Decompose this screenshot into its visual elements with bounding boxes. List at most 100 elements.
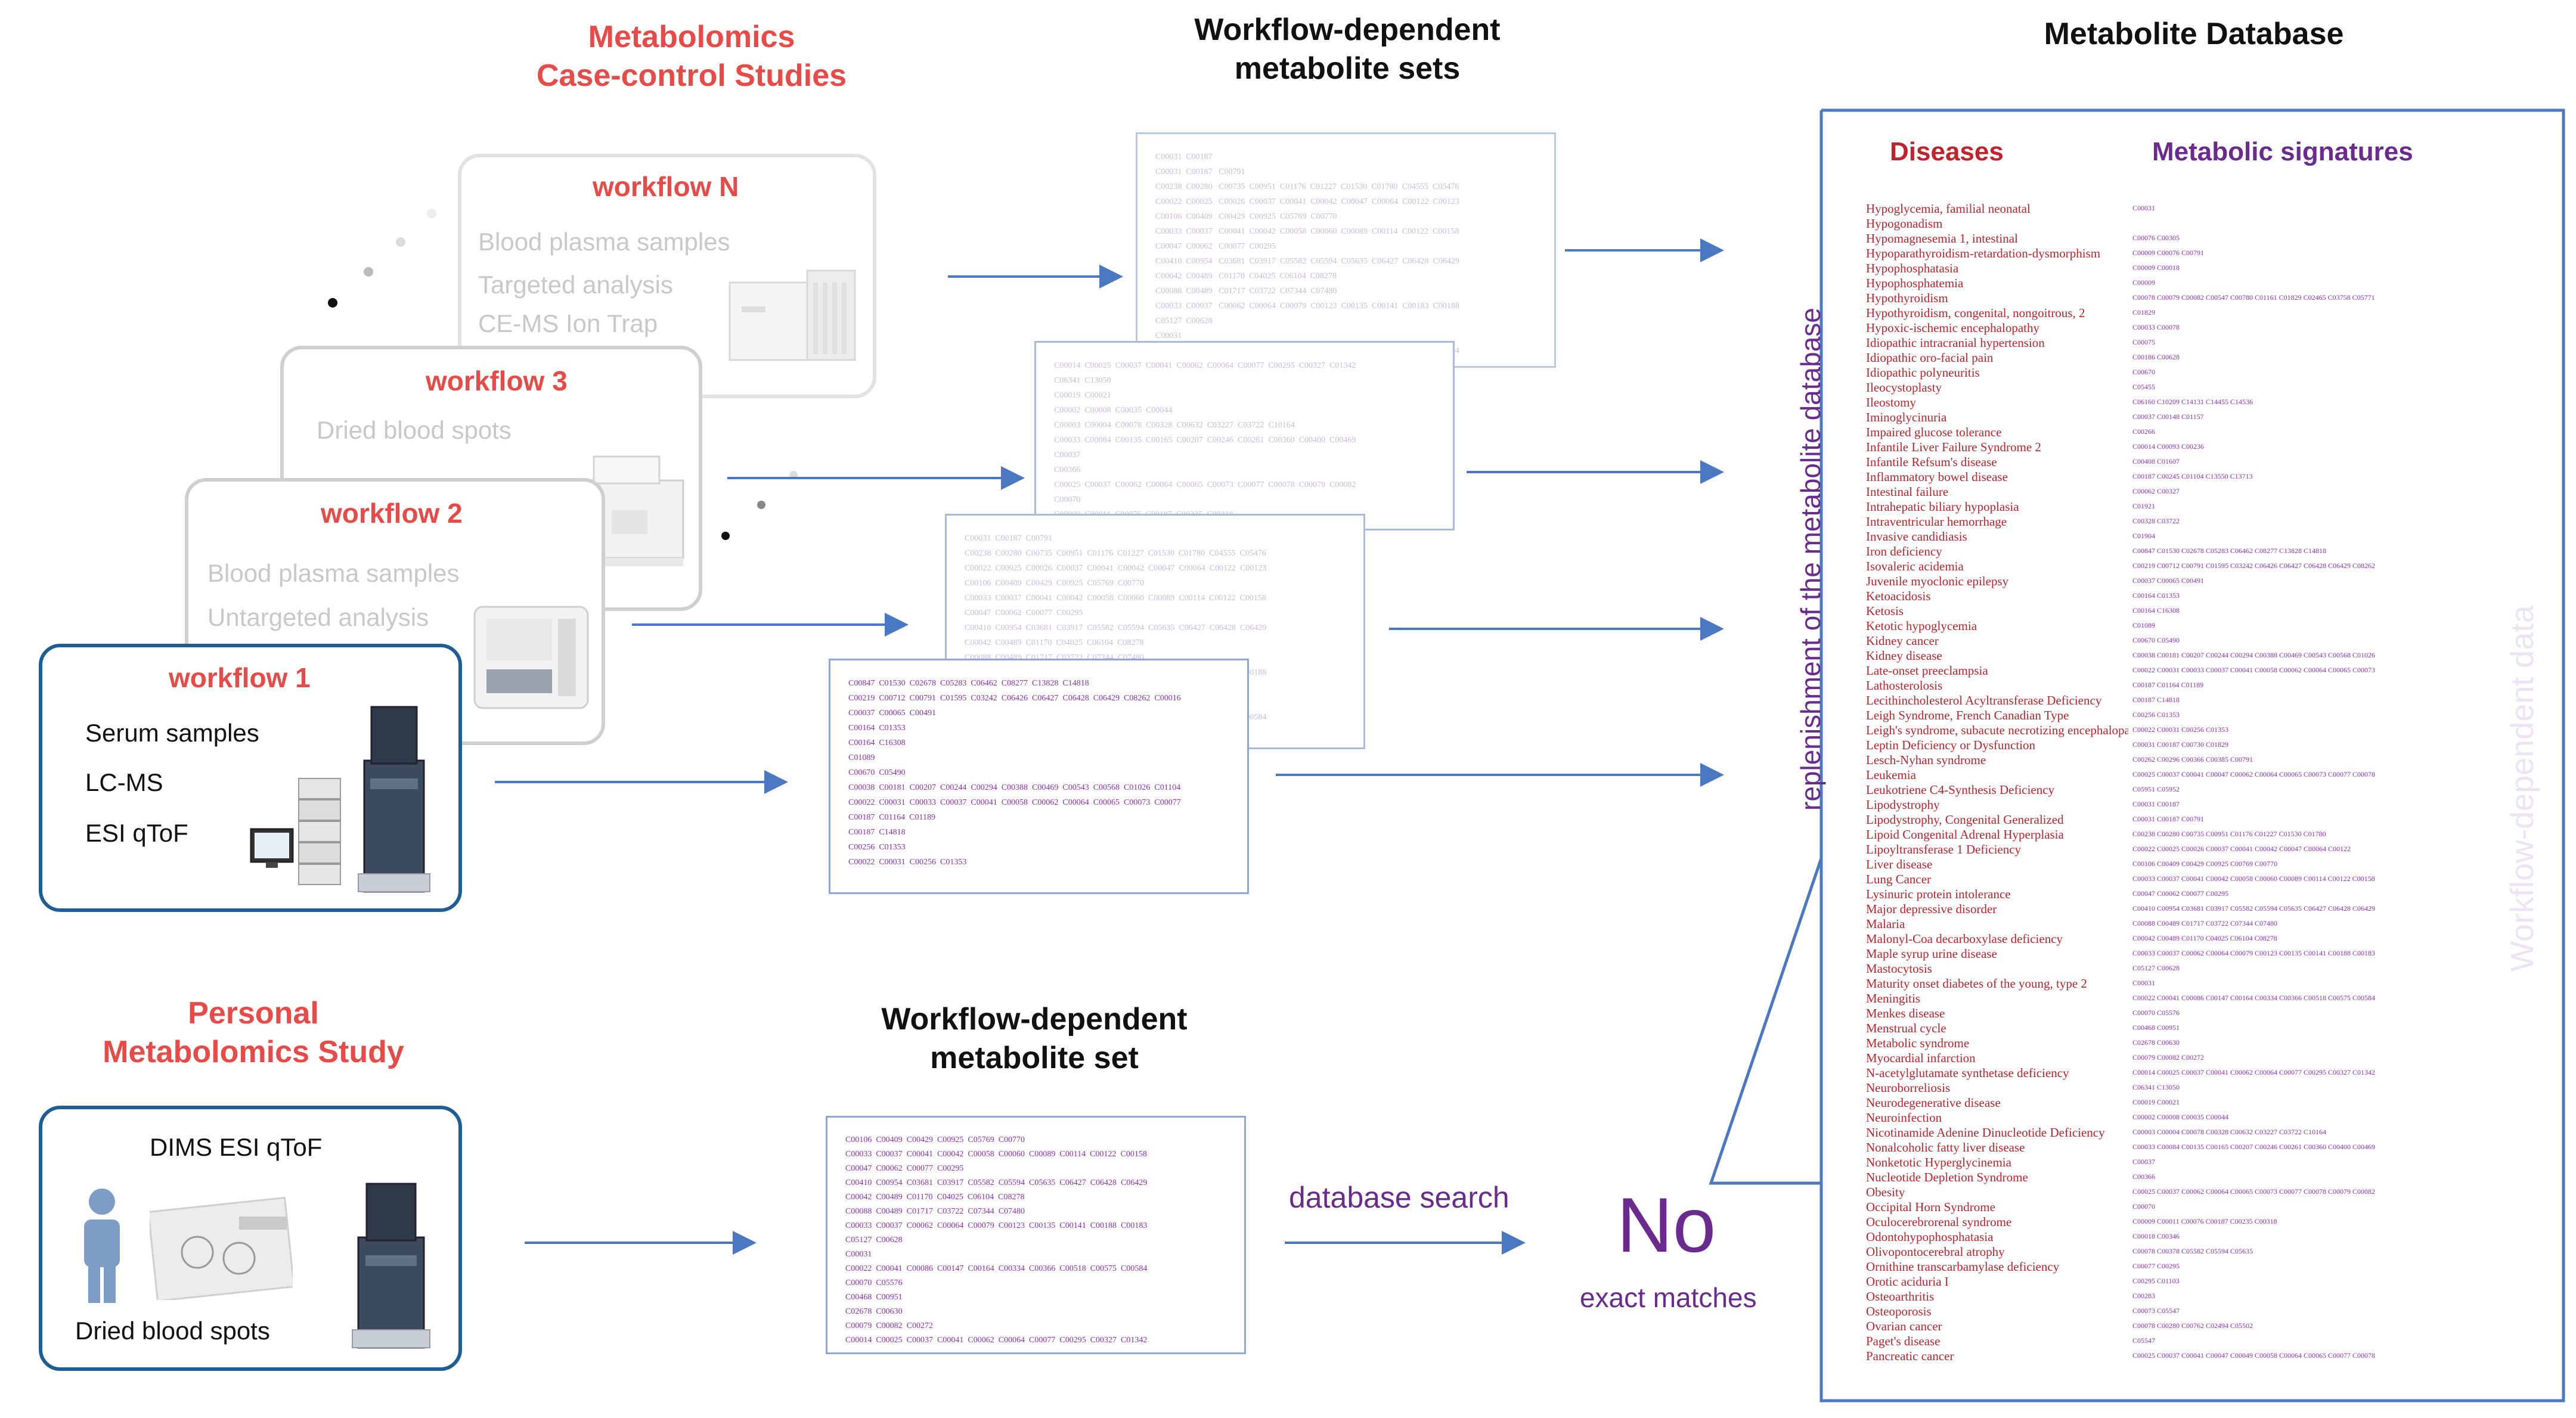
db-signature: C00037 C00148 C01157	[2132, 412, 2204, 421]
db-disease-name: Paget's disease	[1866, 1334, 1940, 1348]
ellipsis-dot-6	[757, 501, 765, 509]
db-signature: C00410 C00954 C03681 C03917 C05582 C0559…	[2132, 904, 2376, 913]
db-signature: C00262 C00296 C00366 C00385 C00791	[2132, 755, 2253, 764]
db-row: Hypogonadism	[1866, 216, 2462, 231]
db-signature: C00033 C00037 C00062 C00064 C00079 C0012…	[2132, 949, 2376, 957]
db-row: Meningitis C00022 C00041 C00086 C00147 C0…	[1866, 991, 2462, 1006]
workflow-2-line-2: Untargeted analysis	[207, 603, 429, 631]
db-signature: C00025 C00037 C00062 C00064 C00065 C0007…	[2132, 1187, 2376, 1196]
db-row: Nicotinamide Adenine Dinucleotide Defici…	[1866, 1125, 2462, 1140]
db-signature: C00328 C03722	[2132, 517, 2180, 525]
db-signature: C00022 C00031 C00256 C01353	[2132, 725, 2229, 734]
db-disease-name: Menkes disease	[1866, 1006, 1945, 1020]
db-disease-name: Hypogonadism	[1866, 216, 1943, 231]
blood-spot-card-icon	[150, 1196, 293, 1300]
db-signature: C00022 C00041 C00086 C00147 C00164 C0033…	[2132, 994, 2376, 1002]
case-control-heading: Metabolomics Case-control Studies	[465, 18, 918, 95]
db-disease-name: Kidney cancer	[1866, 634, 1939, 648]
sets-heading: Workflow-dependent metabolite sets	[1121, 11, 1574, 88]
db-disease-name: Intraventricular hemorrhage	[1866, 514, 2007, 529]
db-disease-name: Lung Cancer	[1866, 872, 1932, 886]
db-signature: C00031	[2132, 979, 2156, 987]
case-control-heading-line2: Case-control Studies	[536, 58, 847, 93]
db-signature: C06160 C10209 C14131 C14455 C14536	[2132, 398, 2253, 406]
db-disease-name: Hypophosphatemia	[1866, 276, 1964, 290]
ellipsis-dot-1	[427, 209, 436, 218]
db-signature: C00002 C00008 C00035 C00044	[2132, 1113, 2229, 1121]
db-signature: C06341 C13050	[2132, 1083, 2180, 1091]
db-disease-name: Osteoporosis	[1866, 1304, 1932, 1318]
db-row: Lecithincholesterol Acyltransferase Defi…	[1866, 693, 2462, 708]
workflow-1-line-2: LC-MS	[85, 768, 163, 796]
ellipsis-dot-7	[721, 532, 730, 540]
db-signature: C00022 C00031 C00033 C00037 C00041 C0005…	[2132, 666, 2376, 674]
db-disease-name: Isovaleric acidemia	[1866, 559, 1964, 573]
db-signature: C00670	[2132, 368, 2156, 376]
workflow-3-title: workflow 3	[426, 365, 568, 396]
db-disease-name: Ketosis	[1866, 604, 1904, 618]
db-signature: C00256 C01353	[2132, 710, 2180, 719]
db-signature: C00078 C00378 C05582 C05594 C05635	[2132, 1247, 2253, 1255]
personal-line-1: DIMS ESI qToF	[150, 1133, 323, 1161]
db-signature: C00366	[2132, 1172, 2156, 1181]
db-signature: C00025 C00037 C00041 C00047 C00062 C0006…	[2132, 770, 2376, 778]
db-disease-name: Hypoparathyroidism-retardation-dysmorphi…	[1866, 246, 2101, 260]
db-disease-name: Meningitis	[1866, 991, 1921, 1006]
workflow-2-line-1: Blood plasma samples	[207, 559, 460, 587]
db-disease-name: Nonketotic Hyperglycinemia	[1866, 1155, 2011, 1169]
set-heading-line1: Workflow-dependent	[881, 1002, 1188, 1037]
db-disease-name: Oculocerebrorenal syndrome	[1866, 1215, 2012, 1229]
set-heading: Workflow-dependent metabolite set	[805, 1000, 1264, 1078]
db-row: Hypothyroidism, congenital, nongoitrous,…	[1866, 306, 2462, 321]
db-signature: C00047 C00062 C00077 C00295	[2132, 889, 2229, 898]
db-disease-name: N-acetylglutamate synthetase deficiency	[1866, 1066, 2069, 1080]
db-disease-name: Leigh's syndrome, subacute necrotizing e…	[1866, 723, 2128, 737]
set-heading-line2: metabolite set	[930, 1041, 1139, 1075]
db-signature: C00031	[2132, 204, 2156, 212]
db-disease-name: Ileocystoplasty	[1866, 380, 1942, 395]
personal-heading-line2: Metabolomics Study	[103, 1035, 404, 1069]
db-disease-name: Impaired glucose tolerance	[1866, 425, 2002, 439]
workflow-n-line-2: Targeted analysis	[478, 271, 673, 299]
db-signature: C00077 C00295	[2132, 1262, 2180, 1270]
db-disease-name: Hypothyroidism, congenital, nongoitrous,…	[1866, 306, 2085, 320]
db-disease-name: Lipodystrophy, Congenital Generalized	[1866, 812, 2064, 827]
workflow-2-title: workflow 2	[321, 498, 463, 529]
db-signature: C00238 C00280 C00735 C00951 C01176 C0122…	[2132, 830, 2326, 838]
db-disease-name: Maple syrup urine disease	[1866, 947, 1997, 961]
personal-study-card: DIMS ESI qToF Dried blood spots	[39, 1106, 462, 1371]
db-disease-name: Myocardial infarction	[1866, 1051, 1976, 1065]
workflow-1-title: workflow 1	[169, 662, 311, 693]
db-signature: C00025 C00037 C00041 C00047 C00049 C0005…	[2132, 1351, 2376, 1360]
workflow-1-line-3: ESI qToF	[85, 819, 188, 847]
db-disease-name: Olivopontocerebral atrophy	[1866, 1245, 2005, 1259]
db-signature: C00187 C01164 C01189	[2132, 681, 2204, 689]
db-disease-name: Pancreatic cancer	[1866, 1349, 1954, 1363]
db-signature: C00088 C00489 C01717 C03722 C07344 C0748…	[2132, 919, 2278, 927]
db-col-signatures: Metabolic signatures	[2152, 137, 2413, 166]
db-signature: C00079 C00082 C00272	[2132, 1053, 2205, 1062]
db-signature: C00009 C00076 C00791	[2132, 249, 2205, 257]
db-disease-name: Occipital Horn Syndrome	[1866, 1200, 1995, 1214]
workflow-1-card: workflow 1 Serum samples LC-MS ESI qToF	[39, 644, 462, 912]
